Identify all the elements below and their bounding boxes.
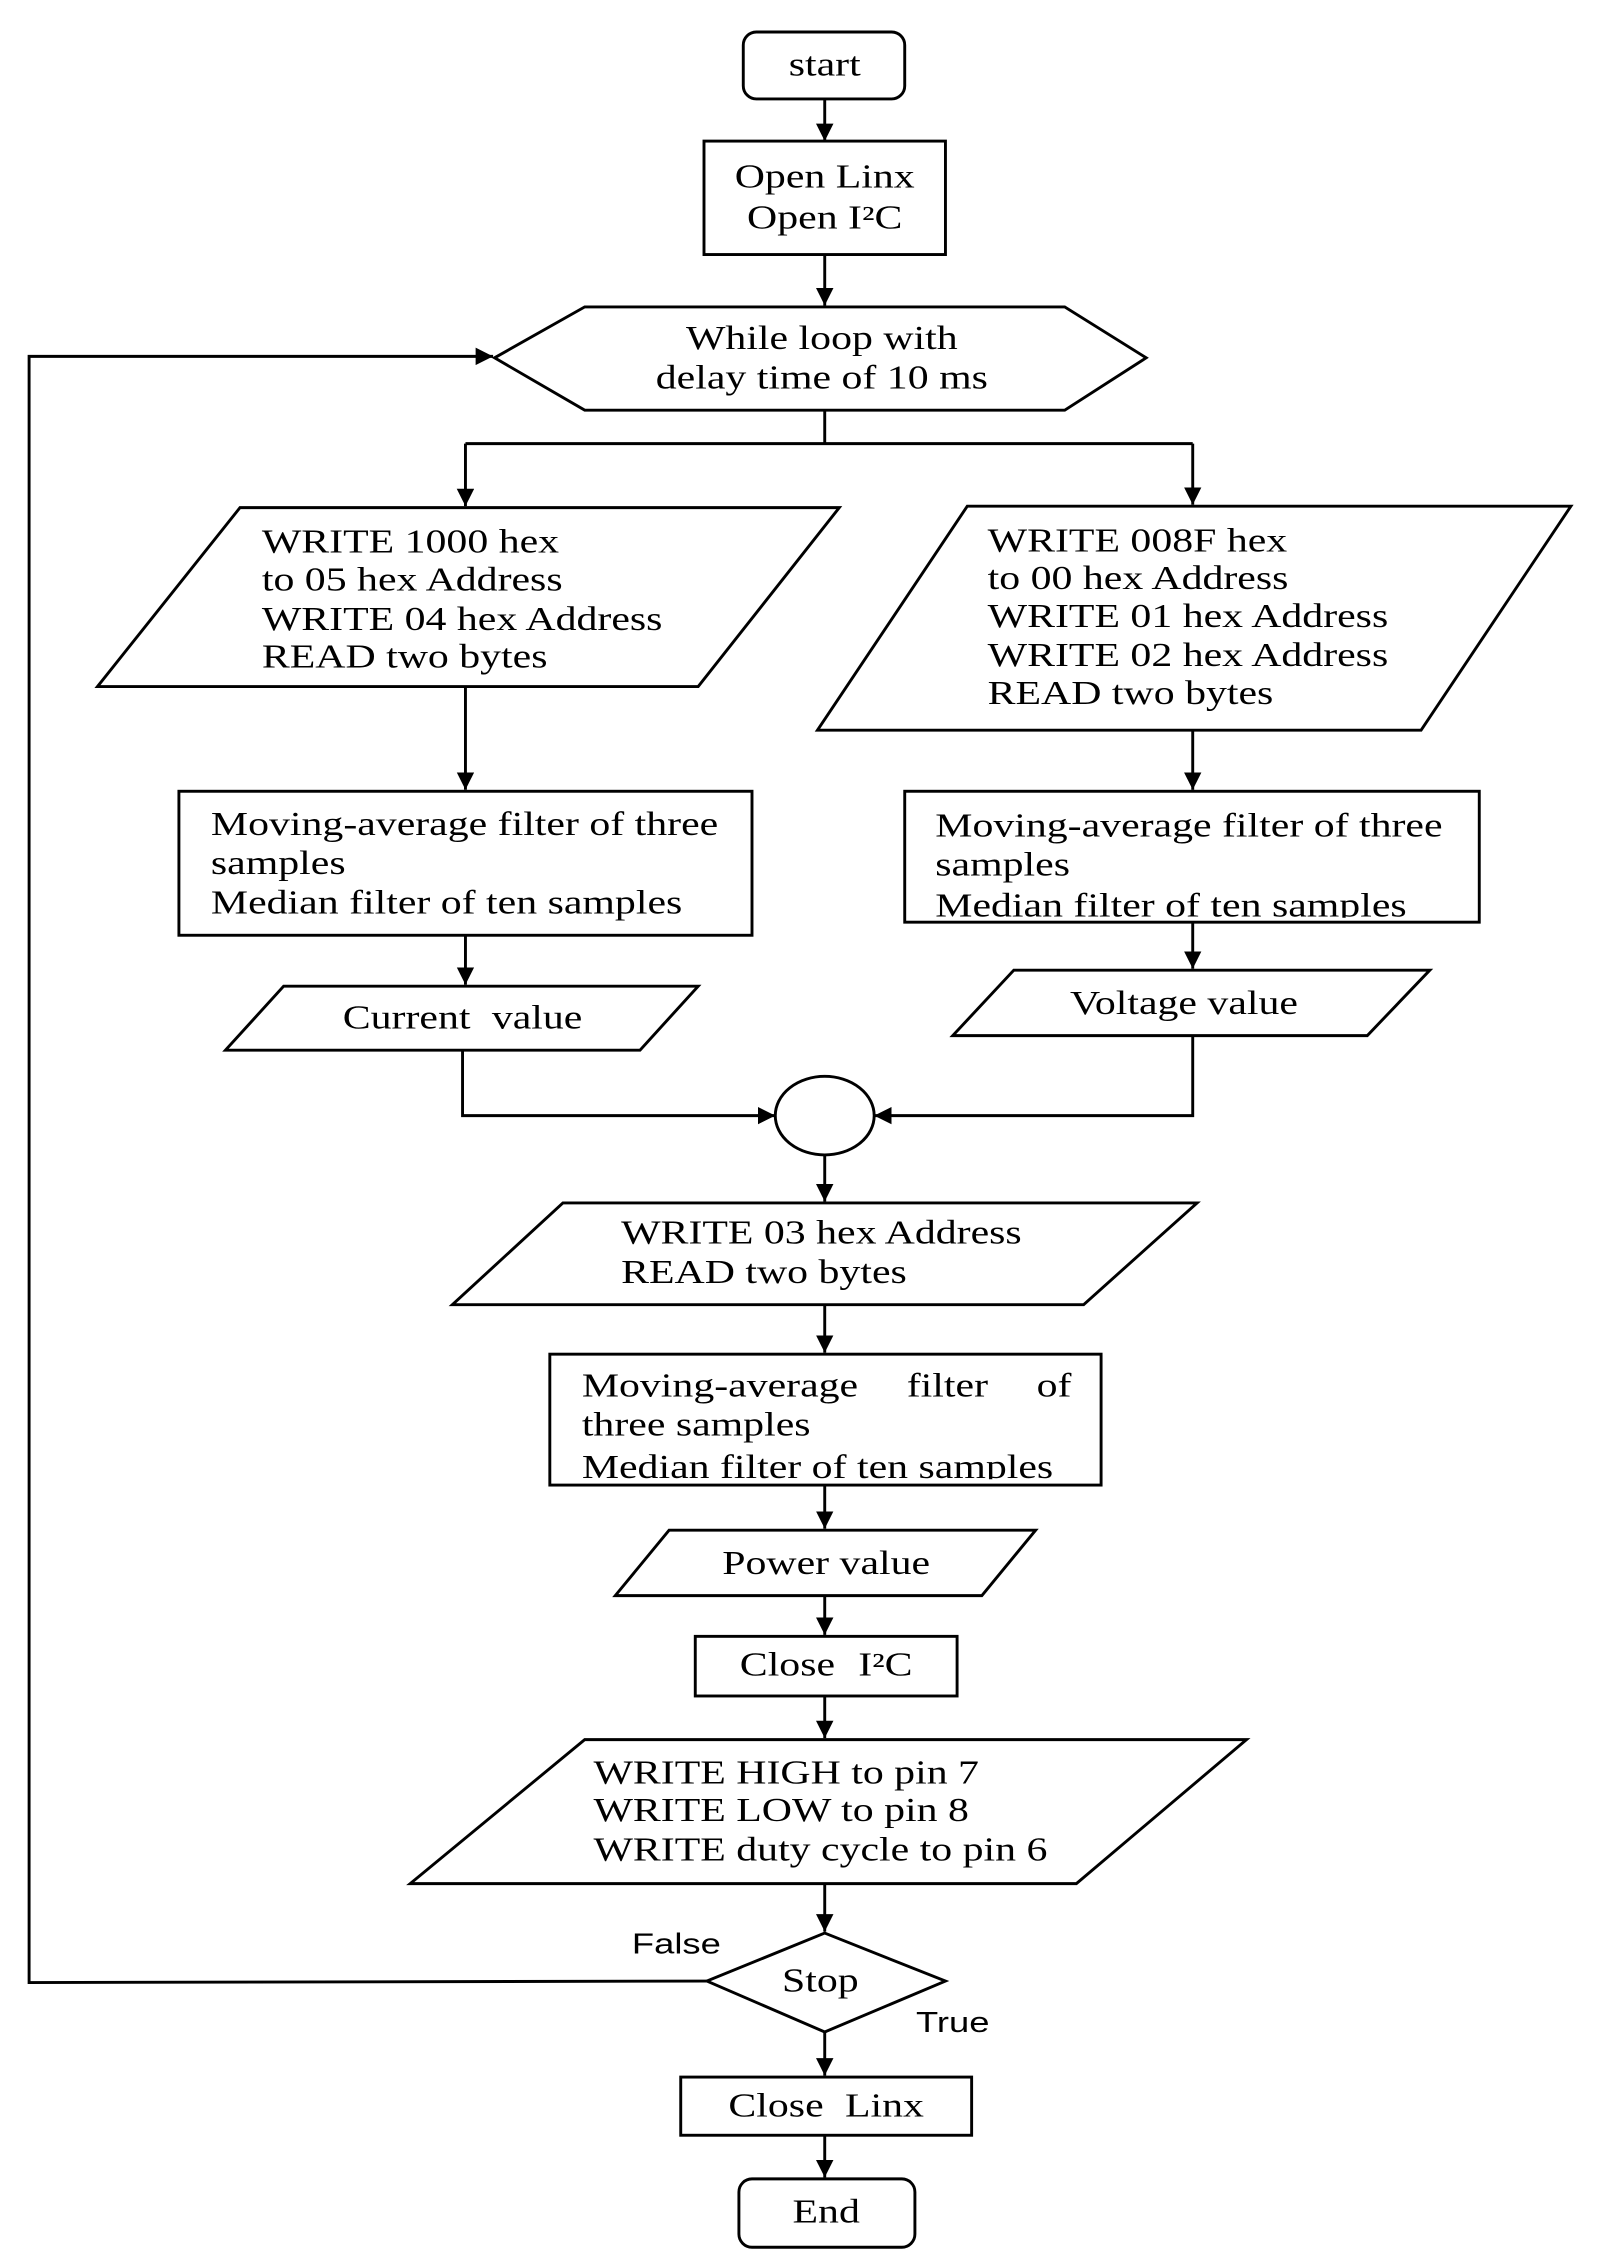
right-filter-line-1: Moving-average filter of three — [935, 807, 1442, 844]
decision-label: Stop — [782, 1962, 859, 1999]
right-read-line-1: WRITE 008F hex — [988, 522, 1288, 559]
node-power-read: WRITE 03 hex Address READ two bytes — [448, 1201, 1201, 1307]
merge-connector-circle — [773, 1074, 876, 1157]
node-start: start — [741, 30, 907, 101]
left-read-line-1: WRITE 1000 hex — [262, 524, 559, 561]
right-filter-line-3: Median filter of ten samples — [935, 887, 1406, 924]
current-parallelogram — [222, 984, 702, 1052]
node-end: End — [737, 2177, 917, 2249]
node-write-pins: WRITE HIGH to pin 7 WRITE LOW to pin 8 W… — [406, 1738, 1251, 1886]
right-read-line-3: WRITE 01 hex Address — [988, 598, 1389, 635]
node-power: Power value — [612, 1528, 1039, 1598]
arrow-current-to-merge — [461, 1050, 776, 1125]
right-read-line-5: READ two bytes — [988, 675, 1274, 712]
open-line-1: Open Linx — [735, 158, 915, 195]
power-read-parallelogram — [448, 1201, 1201, 1307]
right-read-line-4: WRITE 02 hex Address — [988, 637, 1389, 674]
power-filter-line-1: Moving-average filter of — [582, 1367, 1072, 1404]
node-open: Open Linx Open I²C — [702, 139, 947, 256]
left-read-line-2: to 05 hex Address — [262, 561, 563, 598]
left-filter-line-1: Moving-average filter of three — [211, 806, 718, 843]
left-read-line-4: READ two bytes — [262, 638, 548, 675]
write-pins-line-1: WRITE HIGH to pin 7 — [593, 1754, 979, 1791]
open-process-box — [702, 139, 947, 256]
node-voltage: Voltage value — [949, 968, 1434, 1038]
close-i2c-label: Close I²C — [740, 1646, 913, 1683]
split-line — [465, 410, 1193, 446]
right-read-parallelogram — [814, 504, 1574, 732]
power-read-line-2: READ two bytes — [621, 1254, 907, 1291]
open-line-2: Open I²C — [747, 199, 902, 236]
connectors — [27, 98, 1202, 2178]
power-filter-line-3: Median filter of ten samples — [582, 1449, 1053, 1486]
write-pins-line-3: WRITE duty cycle to pin 6 — [593, 1831, 1047, 1868]
left-filter-box — [177, 789, 754, 937]
current-label: Current value — [343, 999, 583, 1036]
true-branch-label: True — [916, 2005, 989, 2038]
left-filter-line-2: samples — [211, 845, 346, 882]
close-linx-box — [679, 2075, 974, 2137]
node-decision: Stop False True — [632, 1927, 989, 2038]
node-loop: While loop with delay time of 10 ms — [491, 305, 1149, 412]
start-label: start — [789, 46, 862, 83]
node-right-filter: Moving-average filter of three samples M… — [903, 789, 1481, 924]
false-branch-label: False — [632, 1927, 721, 1960]
write-pins-parallelogram — [406, 1738, 1251, 1886]
loop-line-2: delay time of 10 ms — [656, 359, 988, 396]
close-linx-label: Close Linx — [728, 2087, 924, 2124]
node-power-filter: Moving-average filter of three samples M… — [548, 1352, 1103, 1487]
arrow-false-loop-back — [27, 347, 707, 1984]
start-terminator — [741, 30, 907, 101]
right-read-line-2: to 00 hex Address — [988, 560, 1289, 597]
right-filter-box — [903, 789, 1481, 924]
right-filter-line-2: samples — [935, 846, 1070, 883]
node-left-filter: Moving-average filter of three samples M… — [177, 789, 754, 937]
close-i2c-box — [693, 1634, 959, 1698]
power-filter-line-2: three samples — [582, 1406, 811, 1443]
power-label: Power value — [722, 1545, 930, 1582]
power-filter-box — [548, 1352, 1103, 1487]
loop-line-1: While loop with — [686, 320, 958, 357]
node-left-read: WRITE 1000 hex to 05 hex Address WRITE 0… — [94, 506, 843, 688]
left-filter-line-3: Median filter of ten samples — [211, 884, 682, 921]
left-read-line-3: WRITE 04 hex Address — [262, 601, 663, 638]
right-filter-text: Moving-average filter of three samples M… — [935, 807, 1442, 924]
voltage-parallelogram — [949, 968, 1434, 1038]
left-read-parallelogram — [94, 506, 843, 688]
voltage-label: Voltage value — [1070, 985, 1298, 1022]
end-label: End — [793, 2193, 860, 2230]
end-terminator — [737, 2177, 917, 2249]
loop-hexagon — [491, 305, 1149, 412]
node-close-linx: Close Linx — [679, 2075, 974, 2137]
stop-decision-diamond — [703, 1931, 950, 2034]
power-filter-text: Moving-average filter of three samples M… — [582, 1367, 1072, 1486]
node-right-read: WRITE 008F hex to 00 hex Address WRITE 0… — [814, 504, 1574, 732]
write-pins-line-2: WRITE LOW to pin 8 — [593, 1792, 968, 1829]
power-read-line-1: WRITE 03 hex Address — [621, 1214, 1022, 1251]
node-current: Current value — [222, 984, 702, 1052]
power-parallelogram — [612, 1528, 1039, 1598]
arrow-voltage-to-merge — [874, 1035, 1195, 1125]
node-close-i2c: Close I²C — [693, 1634, 959, 1698]
